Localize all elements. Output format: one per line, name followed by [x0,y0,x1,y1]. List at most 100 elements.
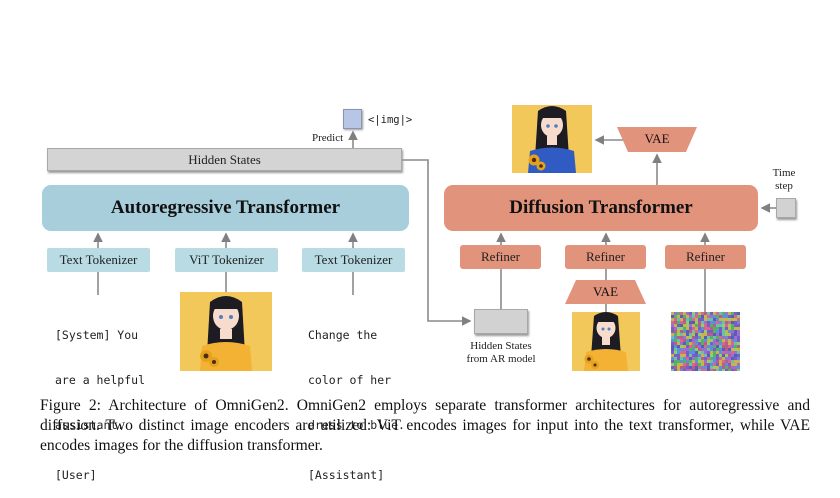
noise-pixel [671,333,674,336]
noise-pixel [725,357,728,360]
noise-pixel [701,342,704,345]
noise-pixel [710,330,713,333]
noise-pixel [707,315,710,318]
autoregressive-transformer-block: Autoregressive Transformer [42,185,409,231]
noise-pixel [707,366,710,369]
noise-pixel [683,327,686,330]
noise-pixel [701,321,704,324]
diffusion-transformer-label: Diffusion Transformer [509,197,693,218]
noise-pixel [674,336,677,339]
noise-pixel [707,351,710,354]
noise-pixel [707,354,710,357]
noise-pixel [707,333,710,336]
noise-pixel [722,315,725,318]
noise-pixel [716,321,719,324]
noise-pixel [737,351,740,354]
noise-pixel [722,366,725,369]
noise-pixel [701,312,704,315]
noise-pixel [734,354,737,357]
noise-pixel [701,348,704,351]
noise-pixel [677,360,680,363]
noise-pixel [719,315,722,318]
noise-pixel [692,336,695,339]
noise-pixel [728,342,731,345]
noise-pixel [701,330,704,333]
noise-pixel [704,351,707,354]
noise-pixel [683,348,686,351]
noise-pixel [692,342,695,345]
noise-pixel [722,321,725,324]
noise-pixel [713,327,716,330]
noise-pixel [725,336,728,339]
vae-input-image-yellow-dress [572,312,640,371]
noise-pixel [719,366,722,369]
noise-pixel [677,324,680,327]
connector-lines [93,127,776,326]
noise-pixel [680,339,683,342]
arrow-hidden-states-to-diffusion [402,159,472,326]
noise-pixel [728,321,731,324]
noise-pixel [677,369,680,371]
noise-pixel [689,327,692,330]
noise-pixel [704,339,707,342]
noise-pixel [698,366,701,369]
noise-pixel [686,312,689,315]
noise-pixel [710,312,713,315]
noise-pixel [671,339,674,342]
noise-pixel [710,315,713,318]
noise-pixel [701,339,704,342]
noise-pixel [701,369,704,371]
noise-pixel [671,363,674,366]
noise-pixel [737,327,740,330]
noise-pixel [677,351,680,354]
noise-pixel [725,360,728,363]
noise-pixel [710,357,713,360]
noise-pixel [698,324,701,327]
noise-pixel [701,351,704,354]
noise-image [671,312,740,371]
noise-pixel [680,366,683,369]
noise-pixel [686,369,689,371]
noise-pixel [731,321,734,324]
noise-pixel [674,333,677,336]
noise-pixel [692,324,695,327]
noise-pixel [683,363,686,366]
noise-pixel [716,315,719,318]
noise-pixel [731,357,734,360]
noise-pixel [698,312,701,315]
noise-pixel [716,369,719,371]
img-token-label: <|img|> [368,114,413,126]
noise-pixel [695,354,698,357]
noise-pixel [716,327,719,330]
noise-pixel [731,312,734,315]
noise-pixel [707,348,710,351]
noise-pixel [686,360,689,363]
noise-pixel [680,330,683,333]
noise-pixel [686,354,689,357]
noise-pixel [737,345,740,348]
noise-pixel [680,351,683,354]
noise-pixel [689,339,692,342]
noise-pixel [695,369,698,371]
noise-pixel [701,354,704,357]
noise-pixel [719,336,722,339]
noise-pixel [695,333,698,336]
noise-pixel [698,333,701,336]
noise-pixel [719,360,722,363]
noise-pixel [677,345,680,348]
vit-tokenizer: ViT Tokenizer [175,248,278,272]
noise-pixel [725,351,728,354]
noise-pixel [728,351,731,354]
noise-pixel [713,348,716,351]
text-tokenizer-1-label: Text Tokenizer [59,252,138,267]
noise-pixel [677,354,680,357]
noise-pixel [722,357,725,360]
noise-pixel [734,318,737,321]
noise-pixel [683,321,686,324]
noise-pixel [716,357,719,360]
noise-pixel [671,366,674,369]
noise-pixel [734,348,737,351]
noise-pixel [698,330,701,333]
hidden-states-label: Hidden States [188,151,261,167]
noise-pixel [680,357,683,360]
